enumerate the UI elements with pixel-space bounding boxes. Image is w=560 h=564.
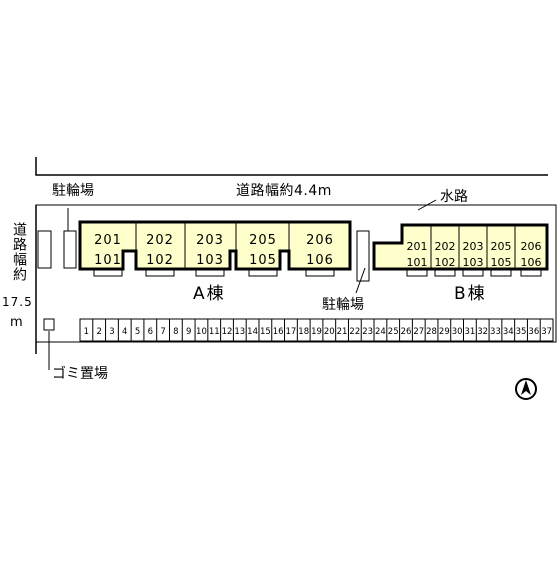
parking-space-number: 36 (528, 327, 539, 337)
parking-space-number: 4 (122, 327, 127, 337)
water-leader-line (417, 199, 437, 211)
parking-space-number: 24 (375, 327, 386, 337)
parking-space-number: 22 (349, 327, 360, 337)
parking-space-number: 13 (234, 327, 245, 337)
unit-number-upper: 202 (146, 233, 174, 248)
road-width-left-unit: m (10, 315, 23, 330)
parking-space-number: 12 (222, 327, 233, 337)
building-b-units: 201 101 202 102 203 103 205 105 206 106 (407, 240, 542, 269)
parking-row (79, 318, 554, 342)
unit-balcony (93, 269, 123, 277)
parking-space-number: 5 (135, 327, 140, 337)
unit-number-upper: 205 (249, 233, 277, 248)
parking-space-number: 27 (413, 327, 424, 337)
unit-number-lower: 101 (94, 253, 122, 268)
unit-balcony (145, 269, 175, 277)
parking-space-number: 29 (439, 327, 450, 337)
parking-space-number: 28 (426, 327, 437, 337)
unit-number-lower: 103 (196, 253, 224, 268)
unit-number-upper: 201 (94, 233, 122, 248)
building-b (372, 223, 549, 271)
road-width-top-label: 道路幅約4.4m (236, 183, 332, 199)
parking-space-number: 19 (311, 327, 322, 337)
unit-number-lower: 106 (306, 253, 334, 268)
parking-space-number: 17 (286, 327, 297, 337)
building-a-label: A棟 (193, 284, 226, 304)
trash-area-label: ゴミ置場 (52, 366, 108, 382)
unit-balcony (520, 269, 542, 277)
parking-space-number: 1 (84, 327, 89, 337)
parking-space-number: 30 (452, 327, 463, 337)
unit-number-lower: 106 (521, 256, 542, 269)
unit-number-upper: 205 (491, 240, 512, 253)
parking-space-number: 18 (298, 327, 309, 337)
unit-balcony (195, 269, 225, 277)
parking-space-number: 14 (247, 327, 258, 337)
unit-balcony (248, 269, 278, 277)
lot-outline (35, 204, 557, 343)
building-b-balconies (406, 269, 542, 277)
bike-parking-label: 駐輪場 (52, 183, 94, 199)
building-a-balconies (93, 269, 335, 277)
parking-space-number: 26 (401, 327, 412, 337)
parking-space-number: 6 (148, 327, 153, 337)
parking-space-number: 35 (516, 327, 527, 337)
parking-space-number: 15 (260, 327, 271, 337)
bike-leader-line (355, 267, 366, 294)
unit-number-upper: 203 (196, 233, 224, 248)
unit-number-lower: 103 (463, 256, 484, 269)
parking-space-number: 20 (324, 327, 335, 337)
road-boundary-line (35, 157, 548, 176)
bike-parking-label-middle: 駐輪場 (322, 297, 364, 313)
parking-space-number: 21 (337, 327, 348, 337)
unit-number-upper: 206 (306, 233, 334, 248)
parking-space-number: 8 (173, 327, 178, 337)
unit-number-lower: 101 (407, 256, 428, 269)
road-width-left-label: 道路幅約 (11, 222, 27, 282)
parking-space-number: 16 (273, 327, 284, 337)
parking-space-number: 25 (388, 327, 399, 337)
parking-space-number: 9 (186, 327, 191, 337)
unit-number-upper: 202 (435, 240, 456, 253)
parking-space-number: 11 (209, 327, 220, 337)
parking-space-number: 37 (541, 327, 552, 337)
parking-space-number: 3 (109, 327, 114, 337)
unit-balcony (406, 269, 428, 277)
unit-number-lower: 105 (249, 253, 277, 268)
building-a-units: 201 101 202 102 203 103 205 105 206 106 (94, 233, 334, 268)
parking-space-number: 7 (160, 327, 165, 337)
building-b-label: B棟 (454, 284, 487, 304)
trash-area (43, 318, 55, 331)
parking-space-number: 23 (362, 327, 373, 337)
parking-space-number: 34 (503, 327, 514, 337)
unit-number-upper: 203 (463, 240, 484, 253)
unit-number-upper: 206 (521, 240, 542, 253)
parking-space-number: 2 (96, 327, 101, 337)
unit-number-lower: 102 (435, 256, 456, 269)
unit-balcony (490, 269, 512, 277)
bike-parking-box (37, 230, 52, 269)
parking-space-number: 10 (196, 327, 207, 337)
unit-balcony (305, 269, 335, 277)
parking-space-number: 32 (477, 327, 488, 337)
water-channel-label: 水路 (440, 189, 468, 205)
unit-number-lower: 105 (491, 256, 512, 269)
bike-parking-box (356, 230, 370, 282)
parking-space-number: 33 (490, 327, 501, 337)
north-arrow-icon (515, 378, 537, 400)
unit-number-upper: 201 (407, 240, 428, 253)
bike-parking-box (63, 230, 77, 269)
parking-space-number: 31 (464, 327, 475, 337)
unit-balcony (462, 269, 484, 277)
road-width-left-value: 17.5 (2, 295, 33, 309)
unit-balcony (434, 269, 456, 277)
unit-number-lower: 102 (146, 253, 174, 268)
